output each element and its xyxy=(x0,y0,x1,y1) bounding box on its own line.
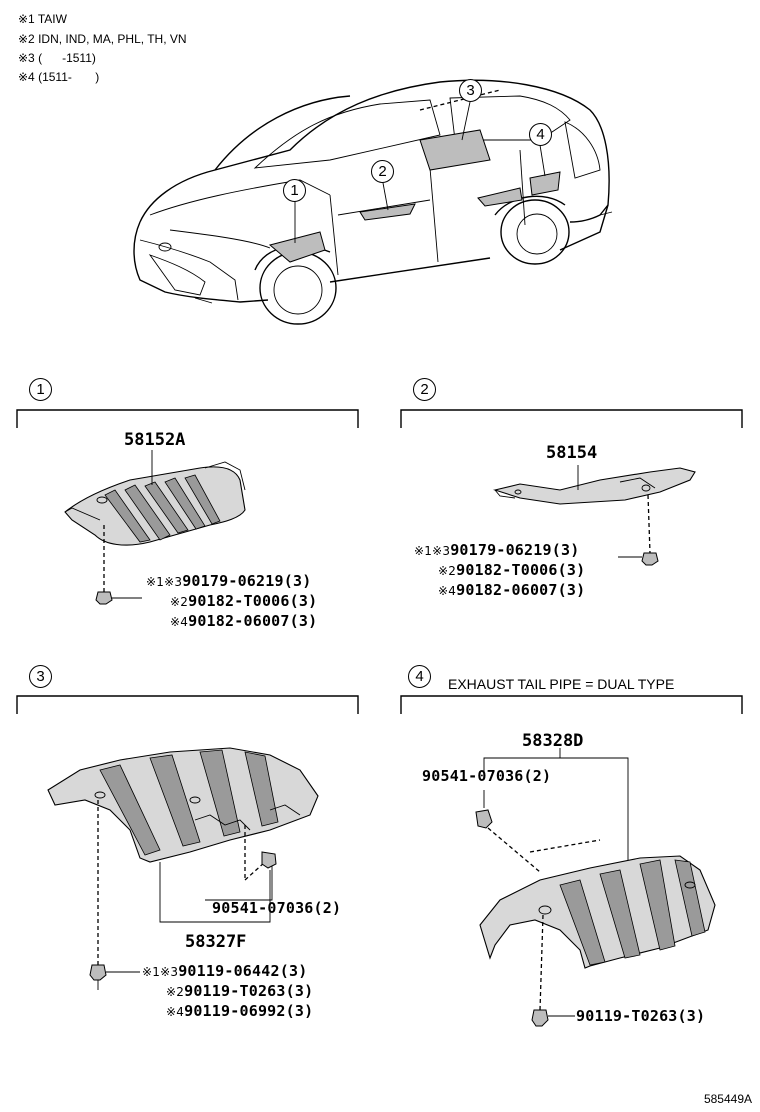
section-3-nut[interactable]: 90541-07036(2) xyxy=(212,899,342,917)
section-4-main-part[interactable]: 58328D xyxy=(522,731,584,751)
section-1-fastener-1[interactable]: ※1※390179-06219(3) xyxy=(146,572,312,590)
overview-callout-3[interactable]: 3 xyxy=(459,79,482,102)
section-3-main-part[interactable]: 58327F xyxy=(185,932,247,952)
part-58328d-drawing xyxy=(475,748,716,1027)
note-4: ※4 (1511- ) xyxy=(18,70,100,84)
part-58154-drawing xyxy=(492,465,696,566)
car-illustration xyxy=(133,79,613,325)
section-1-main-part[interactable]: 58152A xyxy=(124,430,186,450)
section-1-fastener-3[interactable]: ※490182-06007(3) xyxy=(170,612,318,630)
section-1-callout: 1 xyxy=(29,378,52,401)
overview-callout-4[interactable]: 4 xyxy=(529,123,552,146)
section-4-bolt[interactable]: 90119-T0263(3) xyxy=(576,1007,706,1025)
diagram-code: 585449A xyxy=(703,1092,752,1106)
section-2-fastener-3[interactable]: ※490182-06007(3) xyxy=(438,581,586,599)
overview-callout-1[interactable]: 1 xyxy=(283,179,306,202)
section-3-callout: 3 xyxy=(29,665,52,688)
section-4-callout: 4 xyxy=(408,665,431,688)
section-2-fastener-2[interactable]: ※290182-T0006(3) xyxy=(438,561,586,579)
section-2-fastener-1[interactable]: ※1※390179-06219(3) xyxy=(414,541,580,559)
overview-callout-2[interactable]: 2 xyxy=(371,160,394,183)
section-2-main-part[interactable]: 58154 xyxy=(546,443,598,463)
section-3-fastener-3[interactable]: ※490119-06992(3) xyxy=(166,1002,314,1020)
section-3-fastener-1[interactable]: ※1※390119-06442(3) xyxy=(142,962,308,980)
part-58327f-drawing xyxy=(47,747,319,990)
section-4-nut[interactable]: 90541-07036(2) xyxy=(422,767,552,785)
section-3-fastener-2[interactable]: ※290119-T0263(3) xyxy=(166,982,314,1000)
note-2: ※2 IDN, IND, MA, PHL, TH, VN xyxy=(18,32,187,46)
part-58152a-drawing xyxy=(64,450,246,605)
section-1-fastener-2[interactable]: ※290182-T0006(3) xyxy=(170,592,318,610)
note-1: ※1 TAIW xyxy=(18,12,67,26)
section-4-title: EXHAUST TAIL PIPE = DUAL TYPE xyxy=(448,676,675,692)
note-3: ※3 ( -1511) xyxy=(18,51,96,65)
section-2-callout: 2 xyxy=(413,378,436,401)
